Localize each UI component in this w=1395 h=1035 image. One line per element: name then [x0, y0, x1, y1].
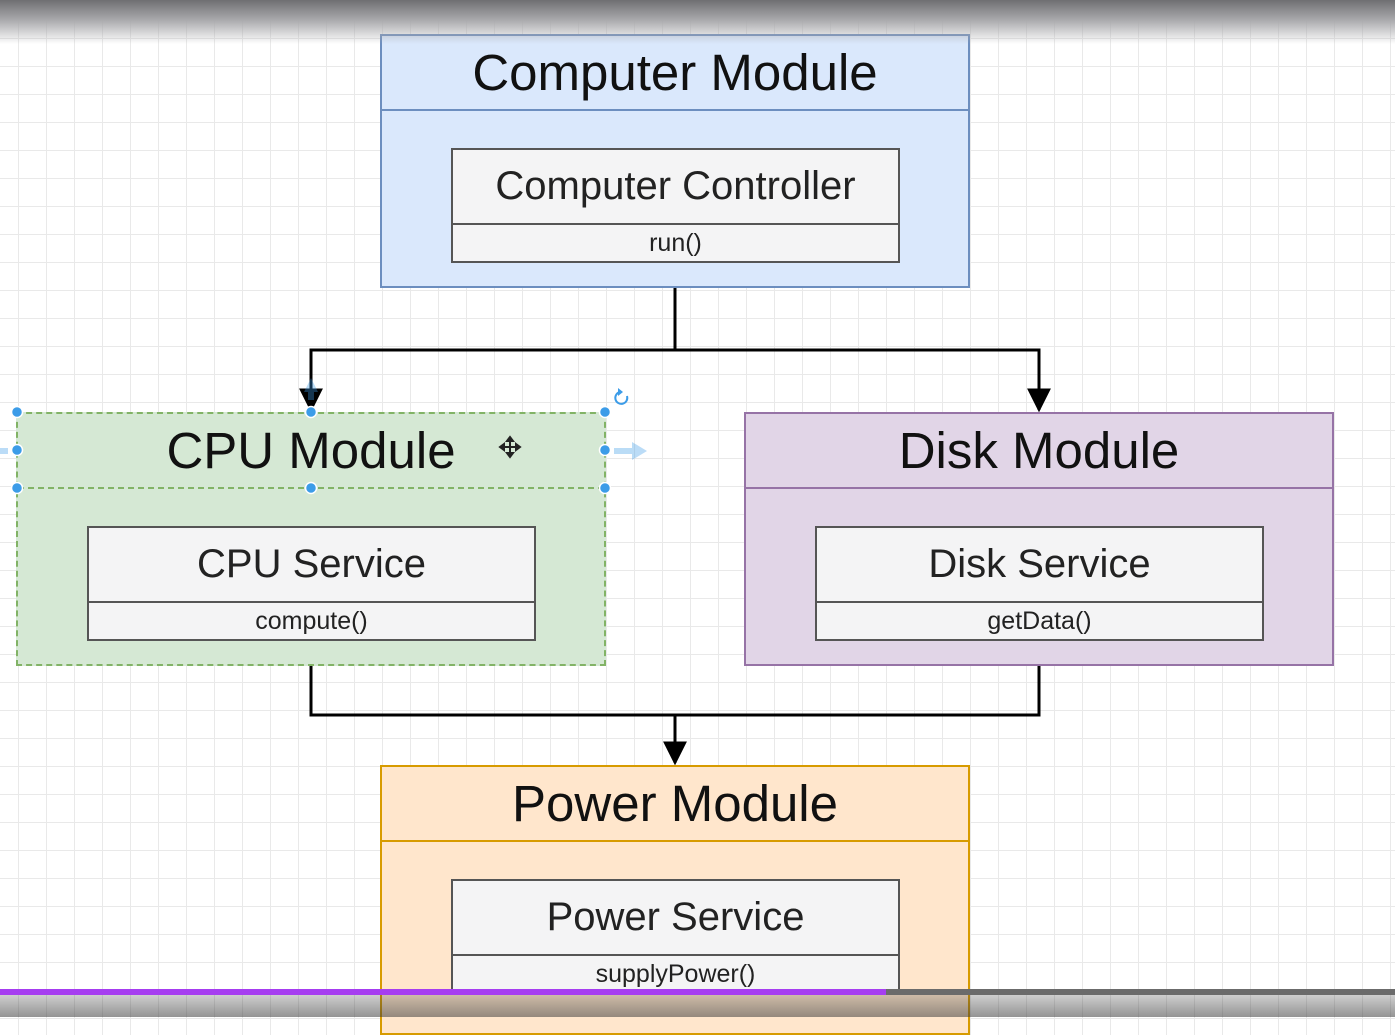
disk-service-title: Disk Service: [817, 528, 1262, 603]
cpu-service-method: compute(): [255, 606, 368, 635]
disk-service-box[interactable]: Disk Service getData(): [815, 526, 1264, 641]
power-service-method: supplyPower(): [595, 959, 756, 988]
computer-module[interactable]: Computer Module Computer Controller run(…: [380, 34, 970, 288]
computer-controller-title: Computer Controller: [453, 150, 898, 225]
disk-service-method: getData(): [987, 606, 1092, 635]
cpu-service-title: CPU Service: [89, 528, 534, 603]
window-top-shade: [0, 0, 1395, 44]
video-progress-fill: [0, 989, 886, 995]
connector-cpu-to-power[interactable]: [309, 666, 687, 766]
power-module[interactable]: Power Module Power Service supplyPower(): [380, 765, 970, 1035]
connector-computer-to-disk[interactable]: [675, 348, 1051, 413]
connector-disk-to-power[interactable]: [675, 666, 1041, 717]
power-service-title: Power Service: [453, 881, 898, 956]
cpu-module-title: CPU Module: [18, 414, 604, 489]
connector-computer-to-cpu[interactable]: [299, 288, 677, 413]
disk-module-title: Disk Module: [746, 414, 1332, 489]
computer-controller-method: run(): [649, 228, 702, 257]
power-service-box[interactable]: Power Service supplyPower(): [451, 879, 900, 994]
power-module-title: Power Module: [382, 767, 968, 842]
cpu-module[interactable]: CPU Module CPU Service compute(): [16, 412, 606, 666]
cpu-service-box[interactable]: CPU Service compute(): [87, 526, 536, 641]
disk-module[interactable]: Disk Module Disk Service getData(): [744, 412, 1334, 666]
video-progress-bar[interactable]: [0, 989, 1395, 995]
computer-controller-box[interactable]: Computer Controller run(): [451, 148, 900, 263]
video-controls-shade: [0, 995, 1395, 1017]
computer-module-title: Computer Module: [382, 36, 968, 111]
